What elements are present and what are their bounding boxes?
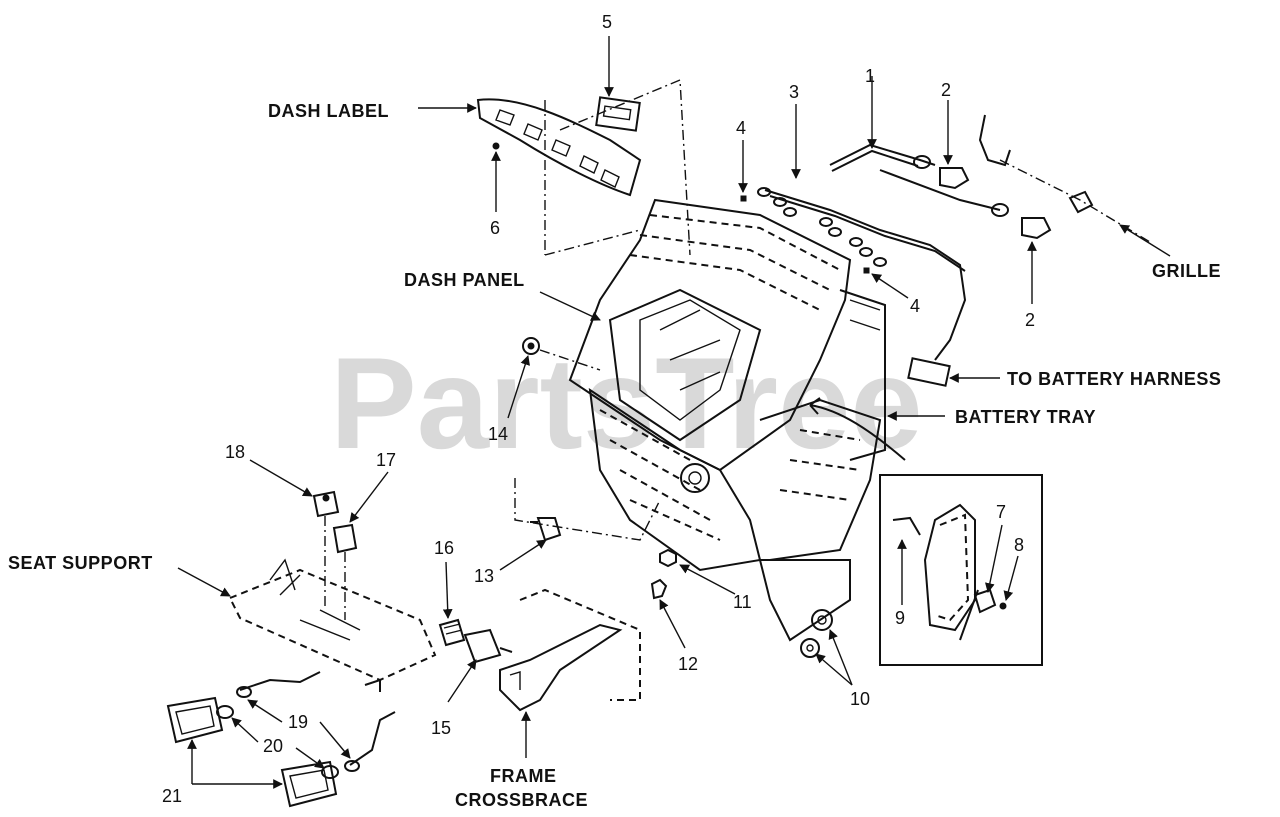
callout-2-lower: 2 xyxy=(1025,310,1035,330)
callout-16: 16 xyxy=(434,538,454,558)
dash-label-label: DASH LABEL xyxy=(268,101,389,121)
callout-14: 14 xyxy=(488,424,508,444)
callout-1: 1 xyxy=(865,66,875,86)
switch-18 xyxy=(312,490,340,518)
callout-4-lower: 4 xyxy=(910,296,920,316)
switch-17 xyxy=(332,523,358,554)
screw-6 xyxy=(492,142,500,150)
frame-crossbrace-label-line1: FRAME xyxy=(490,766,557,786)
grommets-10 xyxy=(800,609,833,658)
callout-4-upper: 4 xyxy=(736,118,746,138)
switch-15 xyxy=(463,628,513,664)
dash-panel-label: DASH PANEL xyxy=(404,270,525,290)
callout-7: 7 xyxy=(996,502,1006,522)
callout-6: 6 xyxy=(490,218,500,238)
seat-support-part xyxy=(228,558,437,692)
connector-16 xyxy=(438,618,466,647)
callout-17: 17 xyxy=(376,450,396,470)
callout-18: 18 xyxy=(225,442,245,462)
switch-2-upper xyxy=(939,167,970,190)
callout-8: 8 xyxy=(1014,535,1024,555)
grille-label: GRILLE xyxy=(1152,261,1221,281)
nut-11 xyxy=(659,548,677,568)
lamp-21 xyxy=(166,696,338,808)
watermark: PartsTree xyxy=(330,330,923,476)
knob-14 xyxy=(522,337,540,355)
callout-10: 10 xyxy=(850,689,870,709)
callout-3: 3 xyxy=(789,82,799,102)
seat-support-label: SEAT SUPPORT xyxy=(8,553,153,573)
battery-tray-label: BATTERY TRAY xyxy=(955,407,1096,427)
wiring-harness-3 xyxy=(757,187,967,387)
callout-12: 12 xyxy=(678,654,698,674)
detail-box xyxy=(809,397,1043,666)
callout-20: 20 xyxy=(263,736,283,756)
grille-lamps xyxy=(978,114,1094,214)
dash-panel-part xyxy=(568,198,886,642)
callout-13: 13 xyxy=(474,566,494,586)
callout-19: 19 xyxy=(288,712,308,732)
bolt-4-lower xyxy=(863,267,870,274)
callout-21: 21 xyxy=(162,786,182,806)
callout-15: 15 xyxy=(431,718,451,738)
to-battery-harness-label: TO BATTERY HARNESS xyxy=(1007,369,1221,389)
bolt-4-upper xyxy=(740,195,747,202)
callout-9: 9 xyxy=(895,608,905,628)
hour-meter-5 xyxy=(595,96,641,132)
cable-1 xyxy=(829,143,1009,217)
switch-2-lower xyxy=(1021,217,1052,240)
switch-13 xyxy=(530,517,562,542)
callout-11: 11 xyxy=(733,592,752,612)
frame-crossbrace-part xyxy=(499,588,641,712)
callout-2-upper: 2 xyxy=(941,80,951,100)
callout-5: 5 xyxy=(602,12,612,32)
lamp-harness-19 xyxy=(236,671,396,772)
frame-crossbrace-label-line2: CROSSBRACE xyxy=(455,790,588,810)
dash-label-part xyxy=(476,98,642,197)
terminal-12 xyxy=(650,578,668,600)
